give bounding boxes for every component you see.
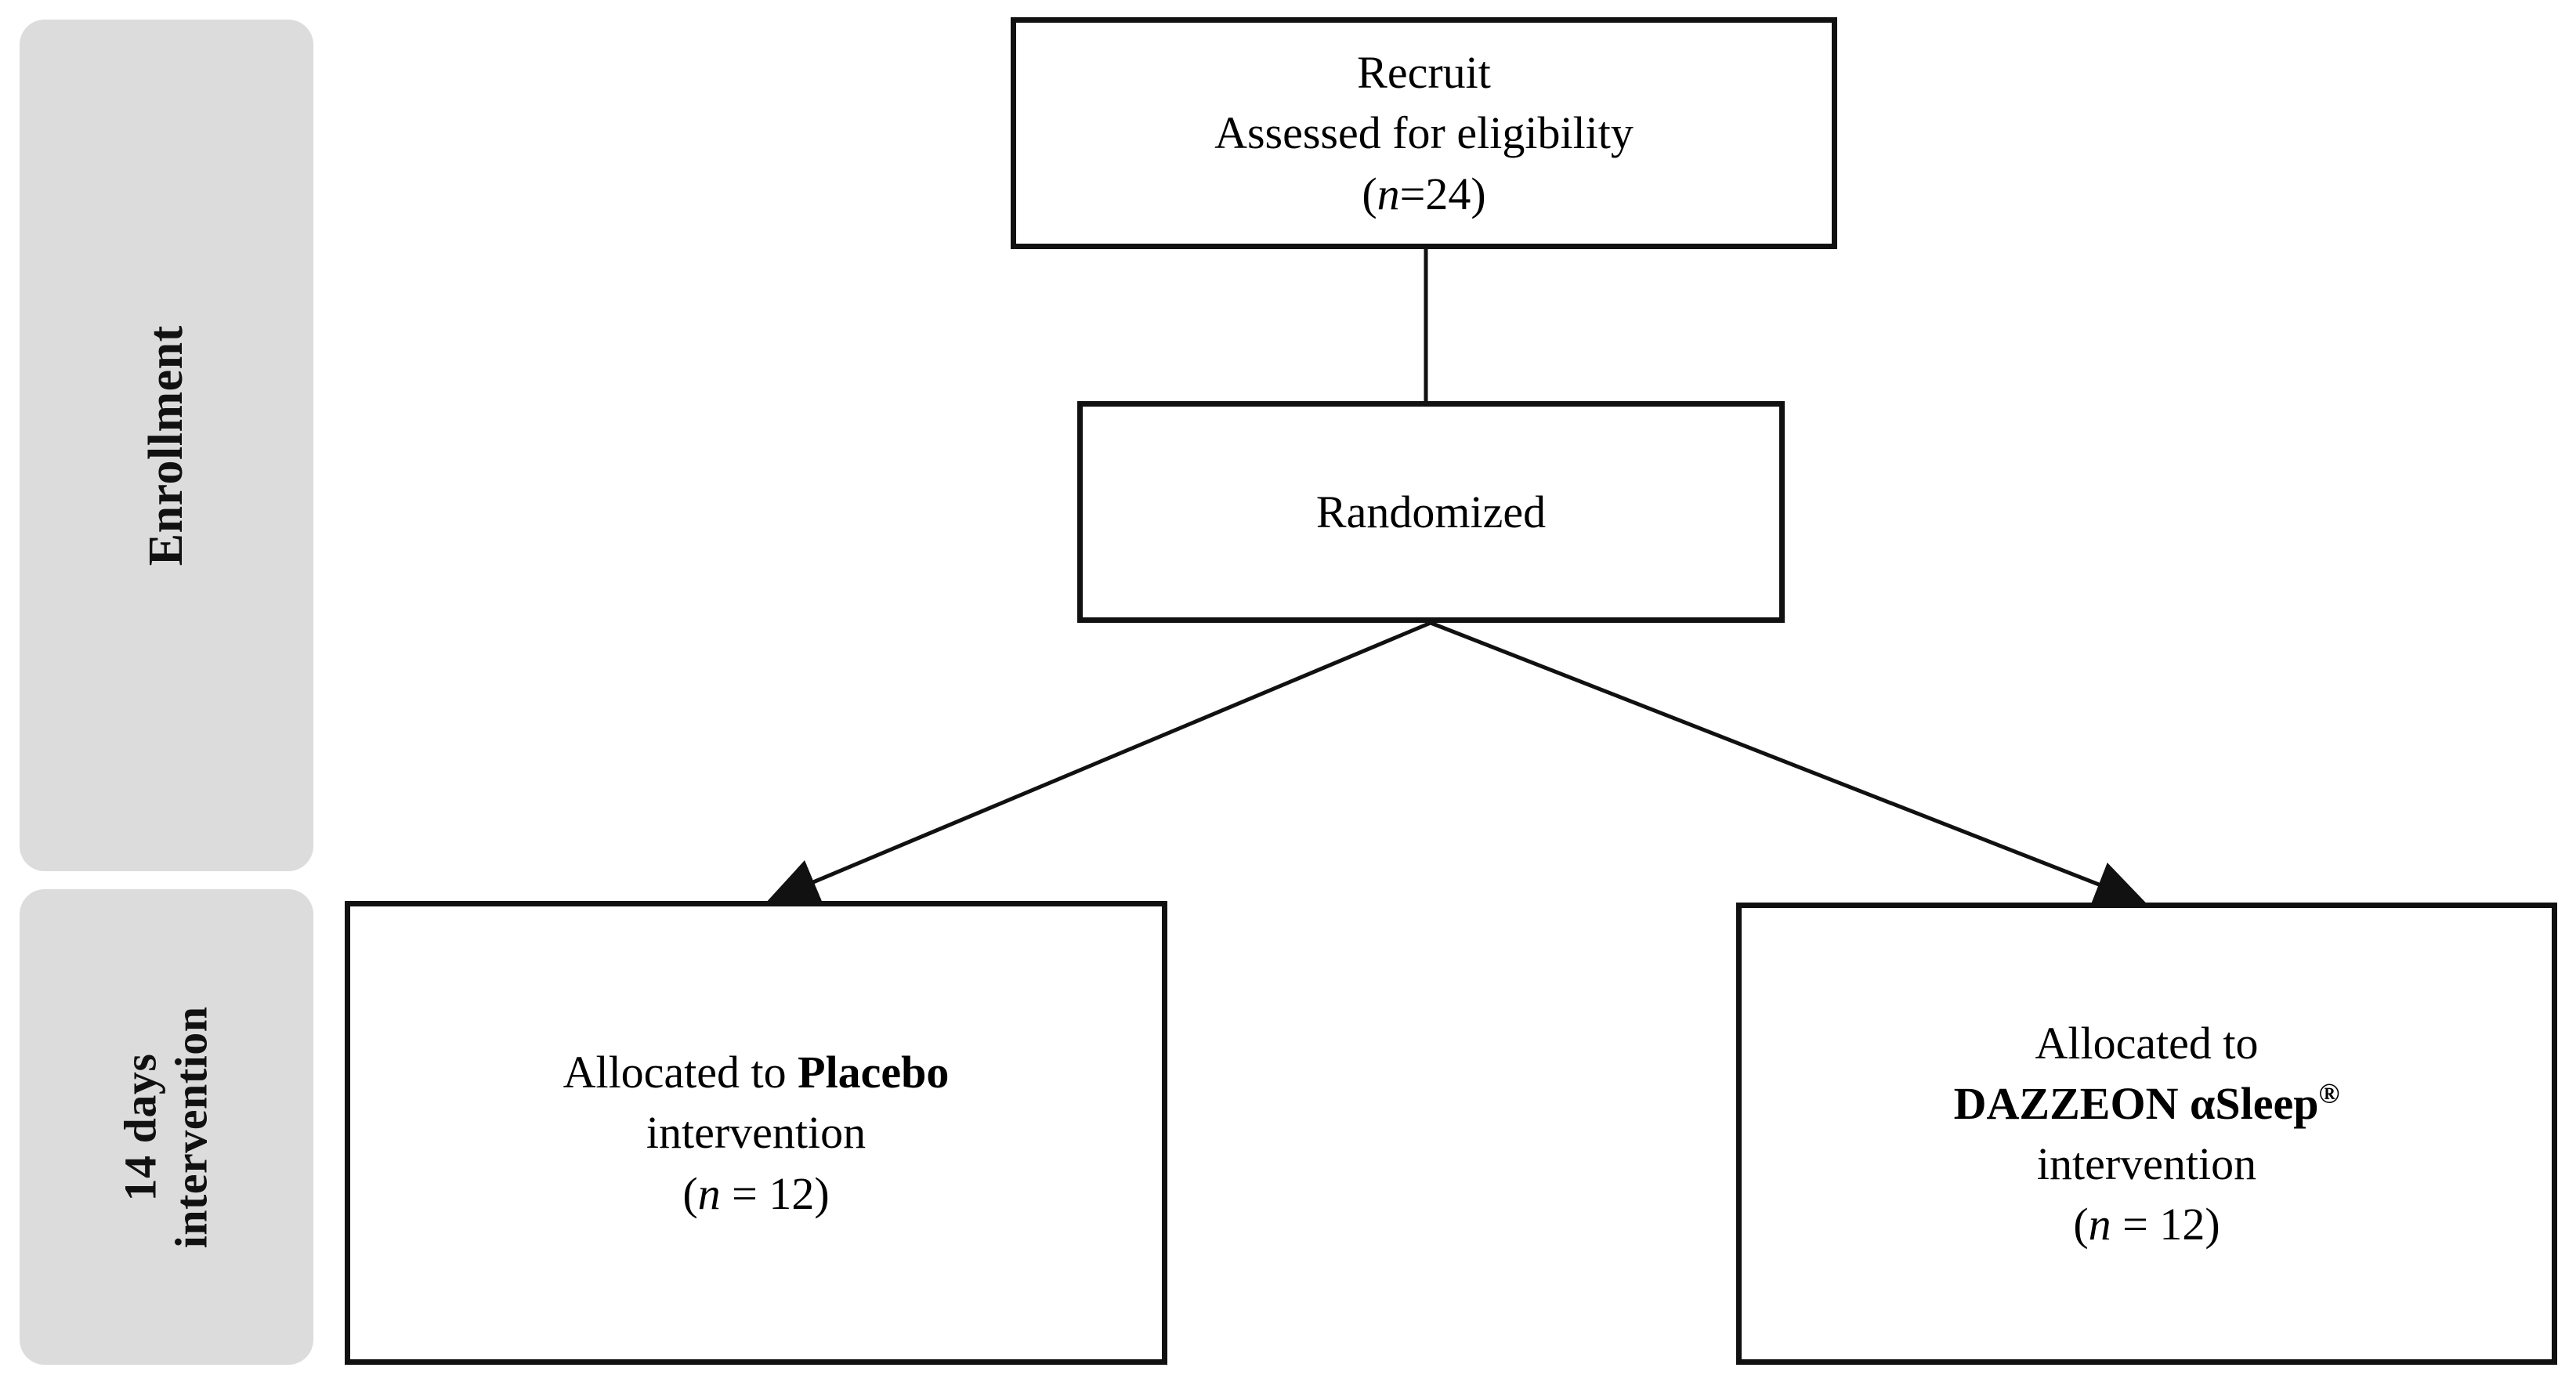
node-randomized-line1: Randomized	[1315, 486, 1547, 537]
node-placebo-count-suffix: )	[814, 1167, 830, 1219]
stage-panel-intervention: 14 days intervention	[20, 889, 313, 1365]
node-active-count: (n = 12)	[2073, 1199, 2220, 1250]
node-placebo-text: Allocated to Placebo intervention (n = 1…	[543, 1042, 970, 1223]
node-placebo-count-prefix: (	[682, 1167, 698, 1219]
node-placebo: Allocated to Placebo intervention (n = 1…	[345, 901, 1167, 1365]
node-placebo-line1-prefix: Allocated to	[563, 1047, 798, 1098]
stage-label-enrollment: Enrollment	[139, 325, 193, 566]
node-randomized: Randomized	[1077, 401, 1785, 623]
edge-randomized-to-placebo	[766, 620, 1431, 904]
node-active-line3: intervention	[2036, 1138, 2257, 1189]
node-recruit-line1: Recruit	[1357, 47, 1491, 99]
node-active-count-suffix: )	[2205, 1199, 2220, 1250]
node-recruit-count-suffix: )	[1471, 168, 1486, 219]
node-placebo-line1: Allocated to Placebo	[563, 1047, 950, 1098]
node-recruit-line2: Assessed for eligibility	[1214, 107, 1634, 159]
node-randomized-text: Randomized	[1296, 482, 1566, 542]
node-recruit-text: Recruit Assessed for eligibility (n=24)	[1194, 42, 1654, 223]
node-active-count-prefix: (	[2073, 1199, 2089, 1250]
node-recruit-count-symbol: n	[1377, 168, 1400, 219]
node-active-line1: Allocated to	[2035, 1017, 2259, 1069]
node-active-treatment: Allocated to DAZZEON αSleep® interventio…	[1736, 903, 2557, 1365]
node-placebo-count-value: = 12	[720, 1167, 815, 1219]
node-recruit-count: (n=24)	[1362, 168, 1485, 219]
stage-label-intervention-line1: 14 days	[114, 1053, 166, 1201]
node-recruit-count-prefix: (	[1362, 168, 1377, 219]
node-active-treatment-name: DAZZEON αSleep	[1953, 1077, 2319, 1129]
node-placebo-treatment-name: Placebo	[798, 1047, 950, 1098]
stage-label-intervention-line2: intervention	[165, 1006, 217, 1248]
registered-trademark-icon: ®	[2318, 1077, 2340, 1109]
node-recruit: Recruit Assessed for eligibility (n=24)	[1011, 17, 1837, 249]
node-active-count-symbol: n	[2088, 1199, 2111, 1250]
node-active-count-value: = 12	[2111, 1199, 2205, 1250]
node-active-line2: DAZZEON αSleep®	[1954, 1078, 2340, 1129]
node-placebo-count-symbol: n	[697, 1167, 721, 1219]
stage-panel-enrollment: Enrollment	[20, 20, 313, 871]
node-placebo-count: (n = 12)	[682, 1168, 829, 1219]
node-placebo-line2: intervention	[646, 1107, 867, 1159]
edge-randomized-to-active	[1430, 620, 2147, 906]
stage-label-intervention: 14 days intervention	[114, 1006, 218, 1248]
node-recruit-count-value: =24	[1399, 168, 1471, 219]
node-active-treatment-text: Allocated to DAZZEON αSleep® interventio…	[1934, 1013, 2361, 1255]
